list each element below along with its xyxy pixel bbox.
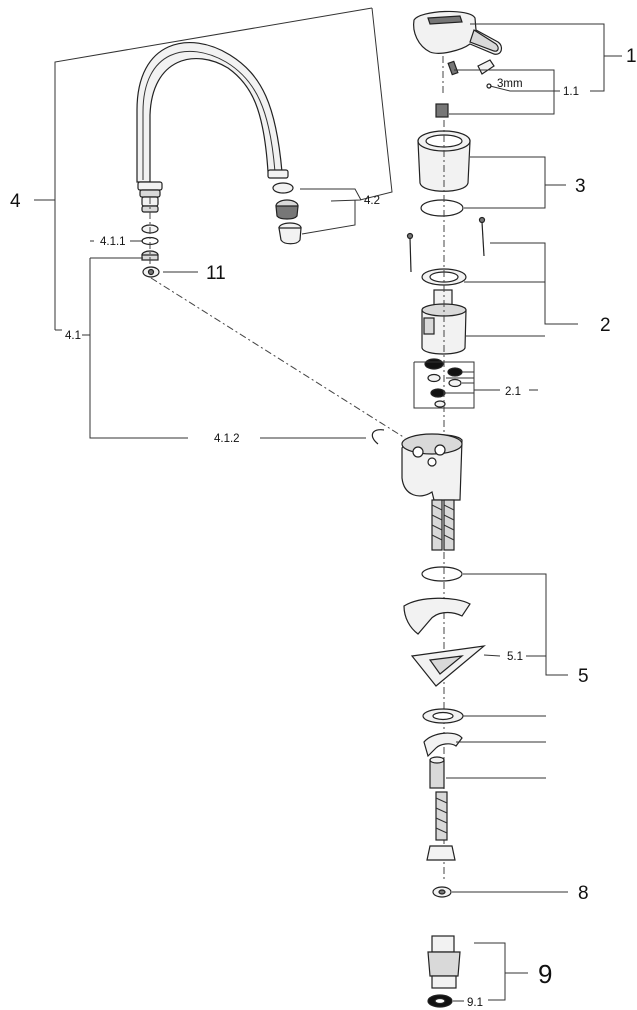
threaded-stud — [429, 756, 445, 789]
flex-hoses-upper — [431, 499, 455, 551]
label-4-2: 4.2 — [364, 195, 380, 207]
label-2: 2 — [600, 315, 611, 336]
label-4-1-1: 4.1.1 — [100, 236, 126, 248]
leader-lines — [34, 7, 622, 1002]
retaining-clip — [371, 429, 385, 445]
valve-connector — [427, 935, 461, 989]
label-5-1: 5.1 — [507, 651, 523, 663]
tap-body — [401, 433, 463, 501]
label-9-1: 9.1 — [467, 997, 483, 1009]
label-5: 5 — [578, 666, 589, 687]
support-plate — [410, 645, 486, 687]
label-tool-size: 3mm — [497, 78, 523, 90]
lever-screw-parts — [435, 59, 495, 118]
label-4-1-2: 4.1.2 — [214, 433, 240, 445]
spout — [136, 42, 283, 183]
label-1-1: 1.1 — [563, 86, 579, 98]
label-1: 1 — [626, 46, 637, 67]
lever-handle — [413, 10, 503, 55]
flex-hoses-lower — [426, 791, 456, 861]
label-3: 3 — [575, 176, 586, 197]
aerator-parts — [272, 182, 302, 245]
cartridge-screws — [406, 216, 486, 273]
connector-nut — [427, 994, 453, 1008]
label-8: 8 — [578, 883, 589, 904]
base-seal-half-ring — [403, 597, 471, 635]
horseshoe-washer — [423, 732, 463, 758]
base-washer — [422, 708, 464, 724]
label-4-1: 4.1 — [65, 330, 81, 342]
label-11: 11 — [206, 263, 226, 284]
cap-o-ring — [420, 199, 464, 217]
base-o-ring — [421, 566, 463, 582]
spout-tip-fitting — [267, 169, 289, 179]
label-2-1: 2.1 — [505, 386, 521, 398]
label-9: 9 — [538, 959, 552, 989]
label-4: 4 — [10, 191, 21, 212]
washer-8 — [432, 886, 452, 898]
assembly-path-11 — [150, 277, 406, 439]
